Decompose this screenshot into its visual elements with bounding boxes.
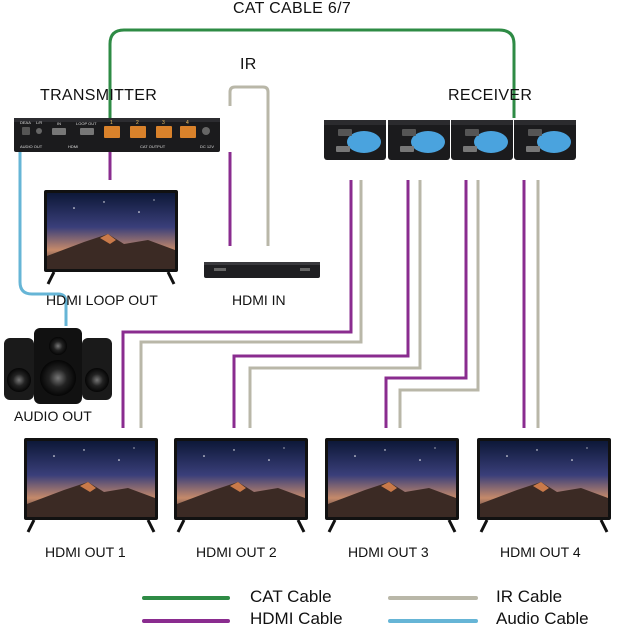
- hdmi-cable-out1: [121, 180, 353, 428]
- hdmi-out-2-label: HDMI OUT 2: [196, 544, 277, 560]
- tv-hdmi-out-4: [475, 436, 613, 534]
- cat-cable-line: [108, 28, 516, 118]
- hdmi-out-1-label: HDMI OUT 1: [45, 544, 126, 560]
- ir-label: IR: [240, 56, 257, 73]
- tv-hdmi-out-3: [323, 436, 461, 534]
- audio-cable-line: [18, 152, 68, 326]
- cat-port-4: [180, 126, 196, 138]
- tx-label-hdmi: HDMI: [68, 144, 78, 149]
- tx-label-lr: L/R: [36, 120, 42, 125]
- tv-hdmi-out-2: [172, 436, 310, 534]
- speakers: [4, 328, 112, 404]
- tx-port-num-2: 2: [136, 120, 139, 126]
- tv-hdmi-loop-out: [42, 188, 180, 286]
- audio-out-label: AUDIO OUT: [14, 408, 92, 424]
- tx-label-audio-out: AUDIO OUT: [20, 144, 43, 149]
- tx-label-dc: DC 12V: [200, 144, 214, 149]
- tx-port-num-4: 4: [186, 120, 189, 126]
- cat-port-1: [104, 126, 120, 138]
- receiver-3: [451, 120, 513, 160]
- ir-cable-out1: [139, 180, 363, 428]
- legend-label-audio: Audio Cable: [496, 609, 589, 628]
- hdmi-cable-out2: [232, 180, 410, 428]
- ir-cable-tx: [228, 85, 270, 246]
- receiver-label: RECEIVER: [448, 87, 533, 104]
- tx-port-num-1: 1: [110, 120, 113, 126]
- legend-label-ir: IR Cable: [496, 587, 563, 606]
- legend-swatch-hdmi: [142, 619, 230, 623]
- hdmi-out-3-label: HDMI OUT 3: [348, 544, 429, 560]
- hdmi-in-label: HDMI IN: [232, 292, 286, 308]
- legend-swatch-audio: [388, 619, 478, 623]
- tx-label-cat-output: CAT OUTPUT: [140, 144, 166, 149]
- hdmi-loop-out-label: HDMI LOOP OUT: [46, 292, 158, 308]
- receiver-1: [324, 120, 386, 160]
- transmitter-label: TRANSMITTER: [40, 87, 158, 104]
- legend-swatch-ir: [388, 596, 478, 600]
- hdmi-cable-out3: [384, 180, 468, 428]
- hdmi-out-4-label: HDMI OUT 4: [500, 544, 581, 560]
- hdmi-in-player: [204, 262, 320, 278]
- tx-port-num-3: 3: [162, 120, 165, 126]
- tx-label-deaa: DEAA: [20, 120, 31, 125]
- receiver-4: [514, 120, 576, 160]
- tv-hdmi-out-1: [22, 436, 160, 534]
- cat-port-3: [156, 126, 172, 138]
- tx-label-loop-out: LOOP OUT: [76, 121, 97, 126]
- cat-cable-title: CAT CABLE 6/7: [233, 0, 352, 17]
- ir-cable-out3: [398, 180, 480, 428]
- tx-label-in: IN: [57, 121, 61, 126]
- legend-swatch-cat: [142, 596, 230, 600]
- ir-cable-out2: [248, 180, 422, 428]
- transmitter-device: DEAA L/R IN LOOP OUT HDMI CAT OUTPUT DC …: [14, 118, 220, 152]
- legend-label-hdmi: HDMI Cable: [250, 609, 343, 628]
- cat-port-2: [130, 126, 146, 138]
- receiver-2: [388, 120, 450, 160]
- legend-label-cat: CAT Cable: [250, 587, 332, 606]
